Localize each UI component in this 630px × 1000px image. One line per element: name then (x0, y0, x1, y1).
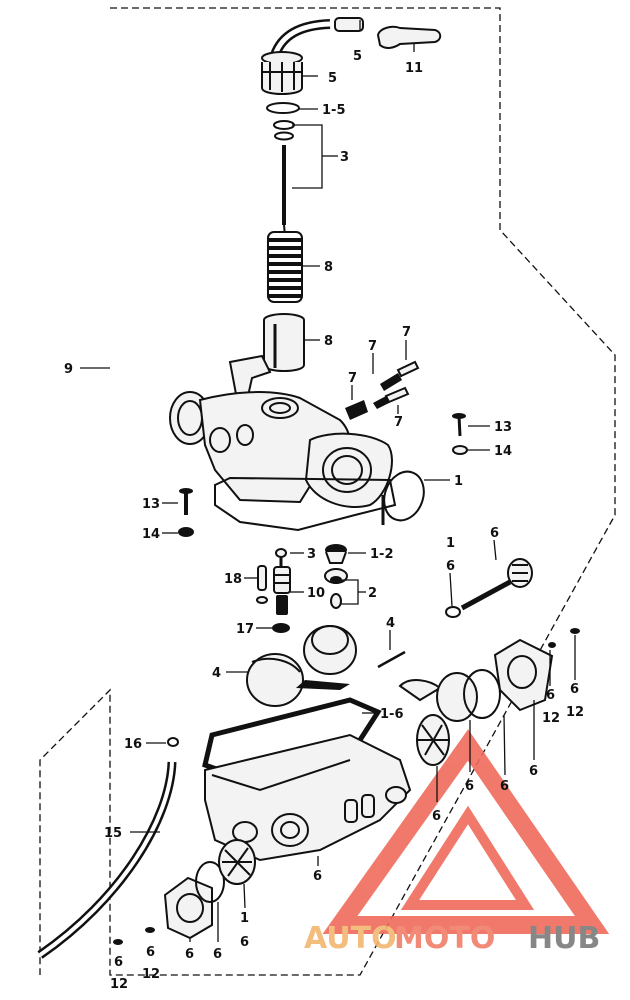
diaphragm-right-set (398, 628, 580, 766)
cable-holder (376, 25, 442, 49)
watermark-moto: MOTO (394, 921, 495, 956)
label-12: 12 (142, 967, 160, 982)
label-18: 18 (224, 572, 242, 587)
clip-ring-b (274, 131, 294, 141)
label-5: 5 (353, 49, 362, 64)
screw-13-14-left (178, 488, 194, 537)
label-13: 13 (142, 497, 160, 512)
screw-13-14-right (452, 413, 468, 455)
label-6: 6 (146, 945, 155, 960)
label-4: 4 (386, 616, 395, 631)
label-1: 1 (446, 536, 455, 551)
label-6: 6 (213, 947, 222, 962)
watermark: AUTO MOTO HUB (304, 729, 610, 956)
label-16: 16 (124, 737, 142, 752)
label-6: 6 (490, 526, 499, 541)
label-3: 3 (340, 150, 349, 165)
callout-labels: 5 11 5 1-5 3 8 8 9 7 7 7 7 13 14 1 13 14… (64, 49, 584, 992)
label-7: 7 (368, 339, 377, 354)
label-4: 4 (212, 666, 221, 681)
label-1-5: 1-5 (322, 103, 346, 118)
label-5: 5 (328, 71, 337, 86)
leader-lines (80, 20, 576, 942)
label-6: 6 (546, 688, 555, 703)
carburetor-body-upper (169, 354, 397, 532)
label-1: 1 (240, 911, 249, 926)
label-7: 7 (402, 325, 411, 340)
label-10: 10 (307, 586, 325, 601)
label-3: 3 (307, 547, 316, 562)
label-14: 14 (142, 527, 160, 542)
label-8: 8 (324, 334, 333, 349)
label-2: 2 (368, 586, 377, 601)
label-1: 1 (454, 474, 463, 489)
cable-tube-inner (272, 21, 331, 56)
label-17: 17 (236, 622, 254, 637)
label-11: 11 (405, 61, 423, 76)
throttle-spring (267, 231, 303, 303)
float-bowl (202, 697, 412, 862)
label-6: 6 (529, 764, 538, 779)
clip-ring-a (273, 120, 295, 130)
label-6: 6 (446, 559, 455, 574)
label-7: 7 (394, 415, 403, 430)
label-12: 12 (566, 705, 584, 720)
label-12: 12 (542, 711, 560, 726)
label-7: 7 (348, 371, 357, 386)
label-6: 6 (432, 809, 441, 824)
label-6: 6 (465, 779, 474, 794)
watermark-auto: AUTO (304, 921, 397, 956)
label-1-6: 1-6 (380, 707, 404, 722)
label-1-2: 1-2 (370, 547, 394, 562)
label-6: 6 (313, 869, 322, 884)
drain-tube (37, 737, 179, 959)
fuel-cock (445, 558, 533, 618)
watermark-triangle-outer (322, 729, 610, 934)
cable-sleeve (334, 17, 364, 32)
float-valve-parts (324, 544, 348, 609)
label-6: 6 (570, 682, 579, 697)
screw-7c (345, 400, 368, 420)
throttle-valve (263, 313, 305, 372)
screw-7b (384, 386, 410, 404)
label-14: 14 (494, 444, 512, 459)
cap-gasket (266, 102, 300, 114)
float-pin (377, 650, 406, 669)
label-12: 12 (110, 977, 128, 992)
diaphragm-bottom-set (113, 839, 256, 945)
label-8: 8 (324, 260, 333, 275)
pilot-screws (345, 360, 420, 420)
jets (256, 548, 291, 633)
label-9: 9 (64, 362, 73, 377)
label-6: 6 (500, 779, 509, 794)
label-13: 13 (494, 420, 512, 435)
label-15: 15 (104, 826, 122, 841)
screw-7a (396, 360, 420, 378)
o-ring-1 (383, 470, 425, 522)
top-cap-assembly (261, 17, 442, 372)
label-6: 6 (185, 947, 194, 962)
watermark-triangle-inner (400, 805, 535, 910)
label-6: 6 (114, 955, 123, 970)
floats (246, 625, 357, 707)
assembly-outline (39, 7, 616, 976)
watermark-hub: HUB (528, 921, 600, 956)
label-6: 6 (240, 935, 249, 950)
